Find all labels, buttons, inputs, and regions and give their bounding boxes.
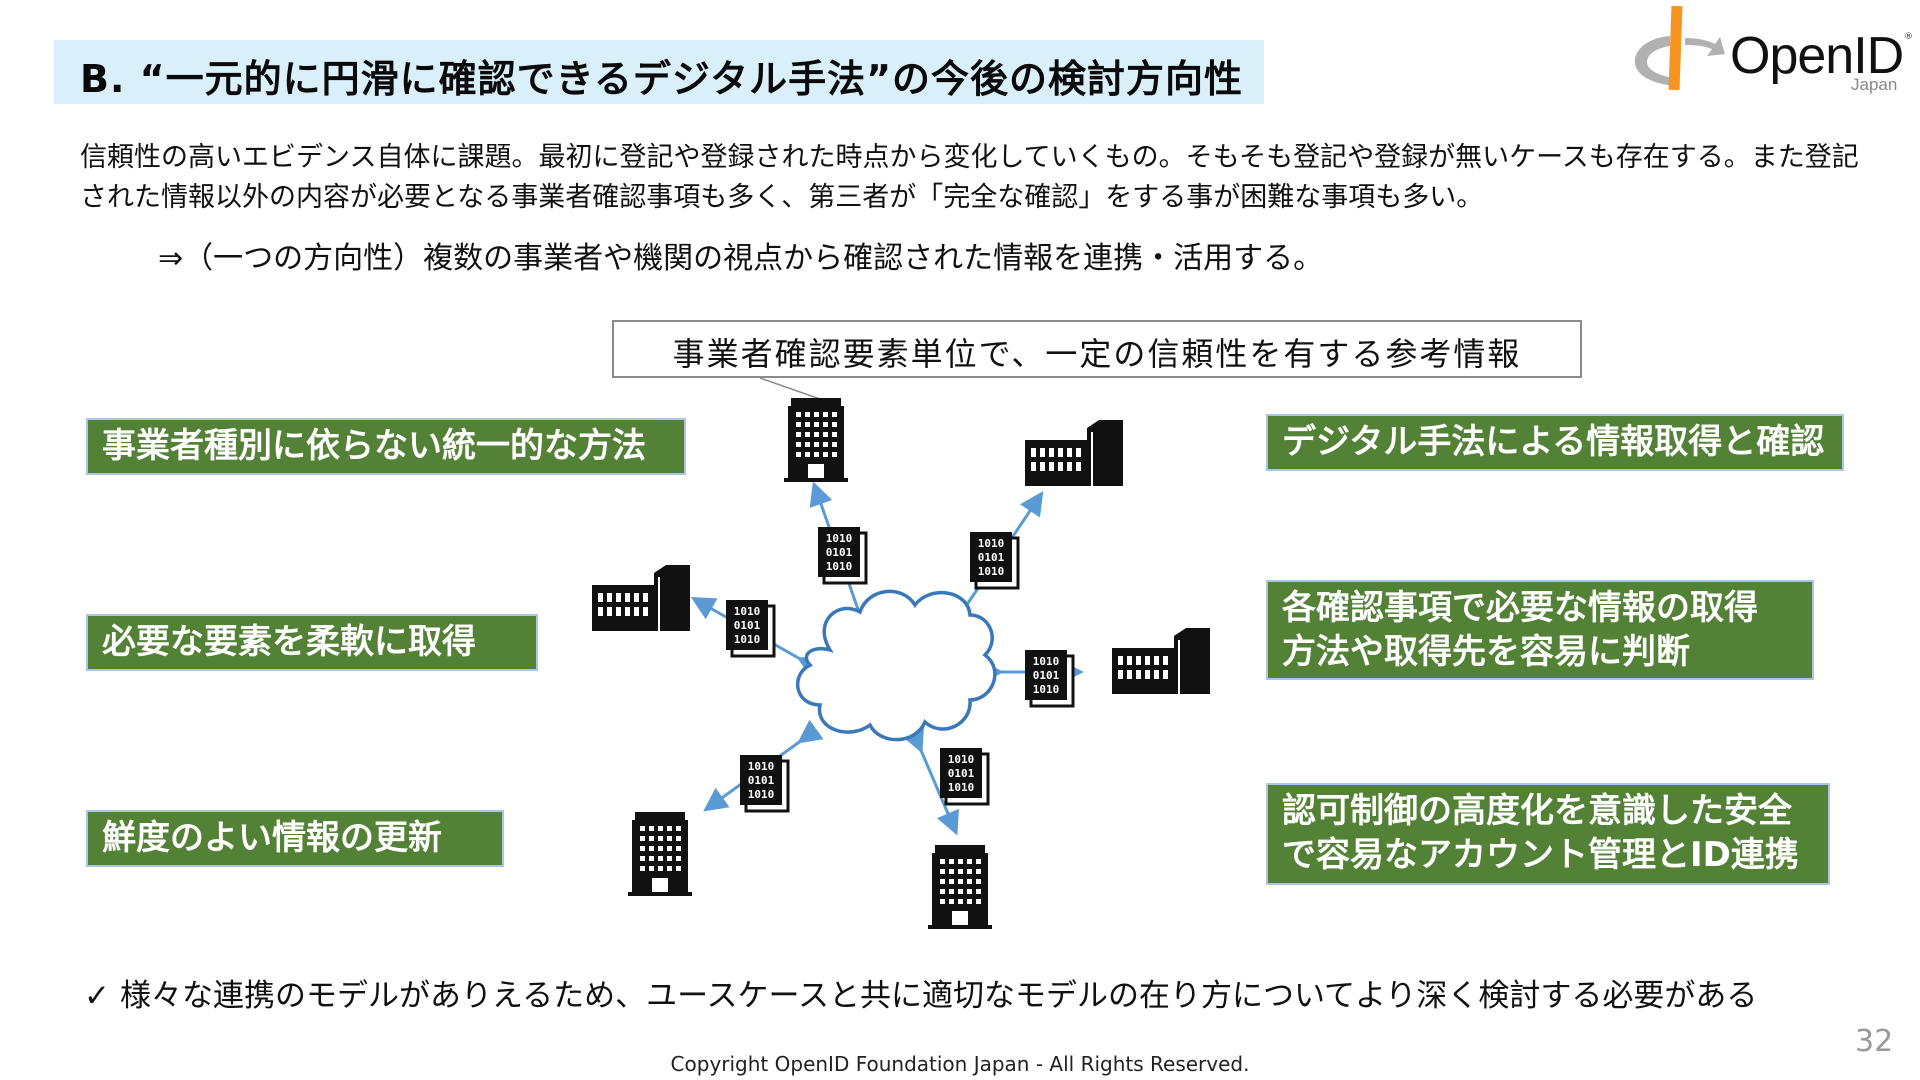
factory-building-icon [592,565,690,631]
binary-text: 1010 [748,760,775,773]
binary-document-icon: 1010 0101 1010 [1023,648,1075,708]
title-bar: B. “一元的に円滑に確認できるデジタル手法”の今後の検討方向性 [54,40,1264,104]
openid-logo: OpenID ® Japan [1625,2,1915,97]
slide-title: B. “一元的に円滑に確認できるデジタル手法”の今後の検討方向性 [80,57,1244,101]
intro-paragraph: 信頼性の高いエビデンス自体に課題。最初に登記や登録された時点から変化していくもの… [80,142,1859,213]
binary-text: 0101 [1033,669,1060,682]
cloud-icon [795,589,997,742]
page-number: 32 [1855,1024,1894,1059]
copyright-footer: Copyright OpenID Foundation Japan - All … [670,1052,1250,1076]
right-box-determine-source: 各確認事項で必要な情報の取得 方法や取得先を容易に判断 [1266,580,1814,680]
reference-info-callout: 事業者確認要素単位で、一定の信頼性を有する参考情報 [612,320,1582,378]
binary-text: 1010 [948,781,975,794]
binary-text: 1010 [826,560,853,573]
openid-logo-icon [1634,5,1725,91]
right-box-label-line2: で容易なアカウント管理とID連携 [1282,835,1799,875]
binary-text: 0101 [748,774,775,787]
binary-text: 1010 [826,532,853,545]
binary-text: 1010 [978,565,1005,578]
binary-document-icon: 1010 0101 1010 [816,525,868,585]
right-box-label-line1: 認可制御の高度化を意識した安全 [1282,791,1792,831]
left-box-flexible-retrieval: 必要な要素を柔軟に取得 [86,614,538,671]
logo-subtitle: Japan [1851,75,1898,94]
binary-text: 0101 [734,619,761,632]
bottom-note: ✓ 様々な連携のモデルがありえるため、ユースケースと共に適切なモデルの在り方につい… [84,970,1757,1015]
left-box-label: 必要な要素を柔軟に取得 [102,622,476,662]
binary-text: 1010 [1033,655,1060,668]
left-box-unified-method: 事業者種別に依らない統一的な方法 [86,418,686,475]
binary-text: 1010 [734,605,761,618]
right-box-label-line2: 方法や取得先を容易に判断 [1282,632,1690,672]
direction-statement: ⇒（一つの方向性）複数の事業者や機関の視点から確認された情報を連携・活用する。 [158,241,1324,276]
left-box-fresh-update: 鮮度のよい情報の更新 [86,810,504,867]
binary-text: 0101 [826,546,853,559]
logo-wordmark: OpenID [1730,27,1904,85]
binary-text: 1010 [948,753,975,766]
binary-text: 0101 [978,551,1005,564]
callout-text: 事業者確認要素単位で、一定の信頼性を有する参考情報 [672,335,1522,373]
binary-text: 1010 [748,788,775,801]
bottom-note-text: 様々な連携のモデルがありえるため、ユースケースと共に適切なモデルの在り方について… [120,978,1758,1014]
binary-text: 1010 [1033,683,1060,696]
binary-document-icon: 1010 0101 1010 [968,530,1020,590]
binary-document-icon: 1010 0101 1010 [738,753,790,813]
binary-text: 1010 [734,633,761,646]
right-box-secure-account: 認可制御の高度化を意識した安全 で容易なアカウント管理とID連携 [1266,783,1830,885]
logo-registered-mark: ® [1904,32,1913,42]
right-box-digital-method: デジタル手法による情報取得と確認 [1266,414,1844,471]
binary-text: 1010 [978,537,1005,550]
office-building-icon [928,845,992,929]
left-box-label: 事業者種別に依らない統一的な方法 [102,426,646,466]
right-box-label-line1: 各確認事項で必要な情報の取得 [1282,588,1758,628]
factory-building-icon [1025,420,1123,486]
left-box-label: 鮮度のよい情報の更新 [102,818,442,858]
factory-building-icon [1112,628,1210,694]
binary-document-icon: 1010 0101 1010 [724,598,776,658]
right-box-label: デジタル手法による情報取得と確認 [1282,422,1825,462]
office-building-icon [628,812,692,896]
checkmark-icon: ✓ [84,978,110,1014]
binary-document-icon: 1010 0101 1010 [938,746,990,806]
binary-text: 0101 [948,767,975,780]
office-building-icon [784,398,848,482]
